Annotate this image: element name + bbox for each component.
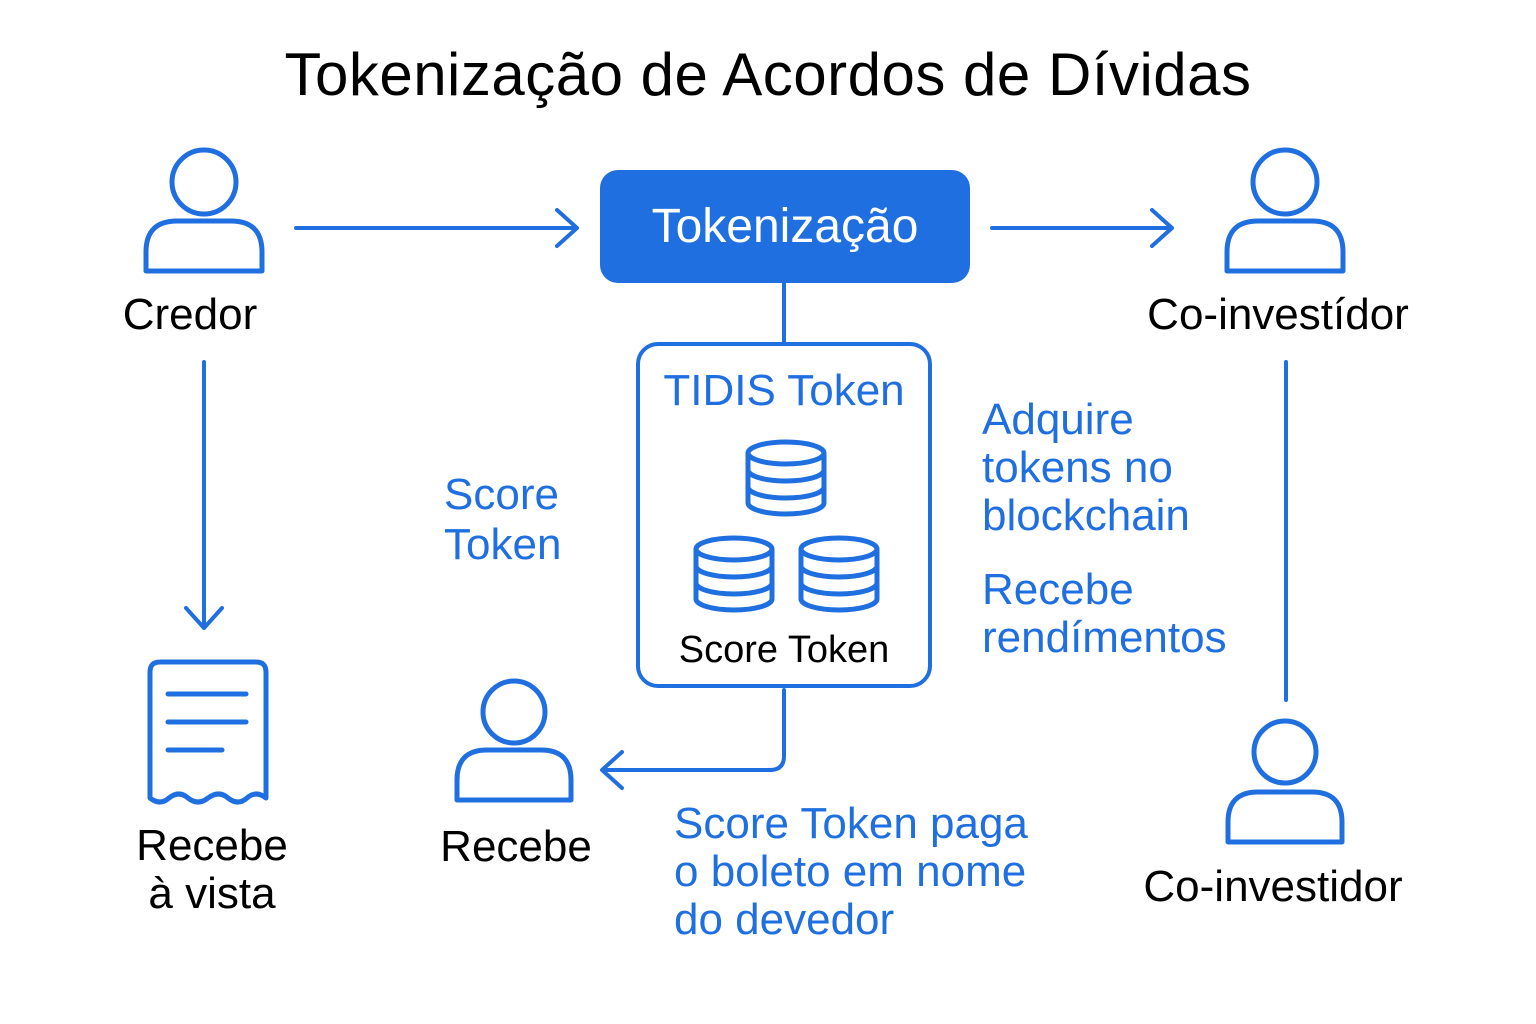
diagram-title: Tokenização de Acordos de Dívidas xyxy=(284,41,1252,108)
rendimentos-line-2: rendímentos xyxy=(982,613,1227,662)
score-token-line-2: Token xyxy=(444,520,562,569)
adquire-annotation: Adquire tokens no blockchain xyxy=(982,396,1190,540)
co-investidor-top-label: Co-investídor xyxy=(1147,290,1409,339)
rendimentos-annotation: Recebe rendímentos xyxy=(982,566,1227,662)
arrow-tokenizacao-to-coinvestidor xyxy=(990,208,1174,248)
credor-label: Credor xyxy=(122,290,258,339)
adquire-line-1: Adquire xyxy=(982,395,1134,444)
receipt-icon xyxy=(147,659,269,805)
coin-stack-icon xyxy=(693,439,880,613)
tokenizacao-box: Tokenização xyxy=(600,170,970,283)
paga-boleto-annotation: Score Token paga o boleto em nome do dev… xyxy=(674,800,1028,944)
person-icon xyxy=(1224,147,1346,274)
adquire-line-3: blockchain xyxy=(982,491,1190,540)
score-token-line-1: Score xyxy=(444,470,559,519)
coin-stack-right xyxy=(798,535,880,613)
person-icon xyxy=(1225,718,1345,845)
recebe-a-vista-line-2: à vista xyxy=(148,869,276,918)
tidis-score-token-label: Score Token xyxy=(678,629,890,671)
score-token-annotation: Score Token xyxy=(444,470,561,570)
recebe-a-vista-label: Recebe à vista xyxy=(136,822,288,918)
tidis-token-box: TIDIS Token xyxy=(636,342,932,688)
paga-line-3: do devedor xyxy=(674,895,895,944)
person-icon xyxy=(143,147,265,274)
tidis-token-title: TIDIS Token xyxy=(663,366,905,415)
arrow-credor-to-receipt xyxy=(184,360,224,630)
recebe-a-vista-line-1: Recebe xyxy=(136,821,288,870)
person-icon xyxy=(454,678,574,803)
co-investidor-bottom-label: Co-investidor xyxy=(1143,862,1403,911)
arrow-credor-to-tokenizacao xyxy=(294,208,579,248)
tokenizacao-label: Tokenização xyxy=(651,200,919,253)
recebe-label: Recebe xyxy=(440,822,592,871)
coin-stack-top xyxy=(745,439,827,517)
rendimentos-line-1: Recebe xyxy=(982,565,1134,614)
paga-line-2: o boleto em nome xyxy=(674,847,1027,896)
coin-stack-left xyxy=(693,535,775,613)
adquire-line-2: tokens no xyxy=(982,443,1173,492)
paga-line-1: Score Token paga xyxy=(674,799,1028,848)
arrow-tidis-to-recebe xyxy=(600,688,786,790)
